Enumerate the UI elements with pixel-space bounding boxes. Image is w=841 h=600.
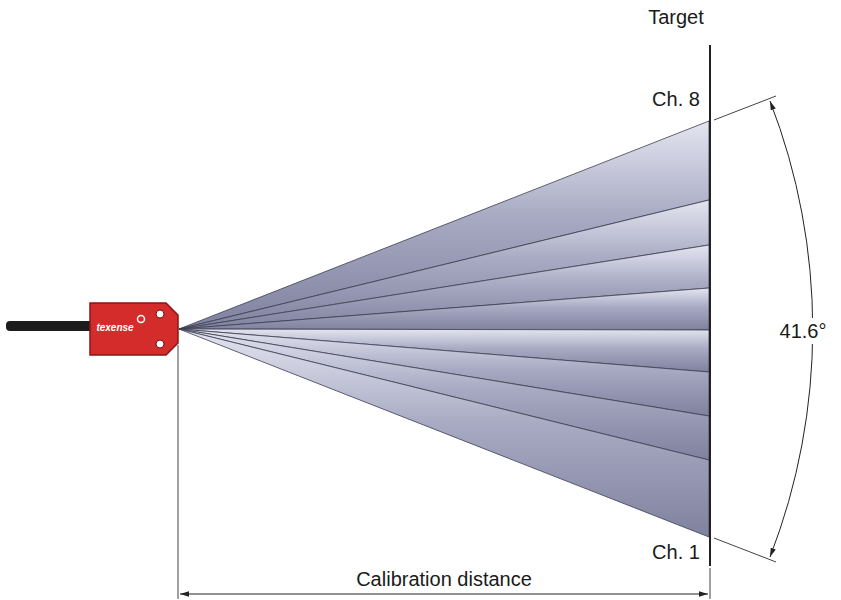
beam-wedge [179,329,709,537]
target-label: Target [648,6,704,28]
extension-line [714,538,776,562]
dimension-line [180,594,708,595]
distance-dimension: Calibration distance [356,568,532,590]
beam-wedge [179,245,709,329]
extension-line [710,568,711,599]
sensor-cable [6,321,96,331]
sensor-body [90,303,178,355]
beam-wedge [179,288,709,330]
angle-dimension: 41.6° [777,318,830,344]
beam-fan [179,121,709,537]
target-line [709,45,711,566]
channel-label: Ch. 1 [652,541,700,563]
mount-hole [156,310,164,318]
extension-line [178,345,179,599]
beam-wedge [179,200,709,329]
brand-logo: texense [96,322,133,333]
extension-line [714,96,776,120]
beam-wedge [179,121,709,329]
mount-hole [156,340,164,348]
logo-mark [138,316,145,323]
channel-label: Ch. 8 [652,88,700,110]
